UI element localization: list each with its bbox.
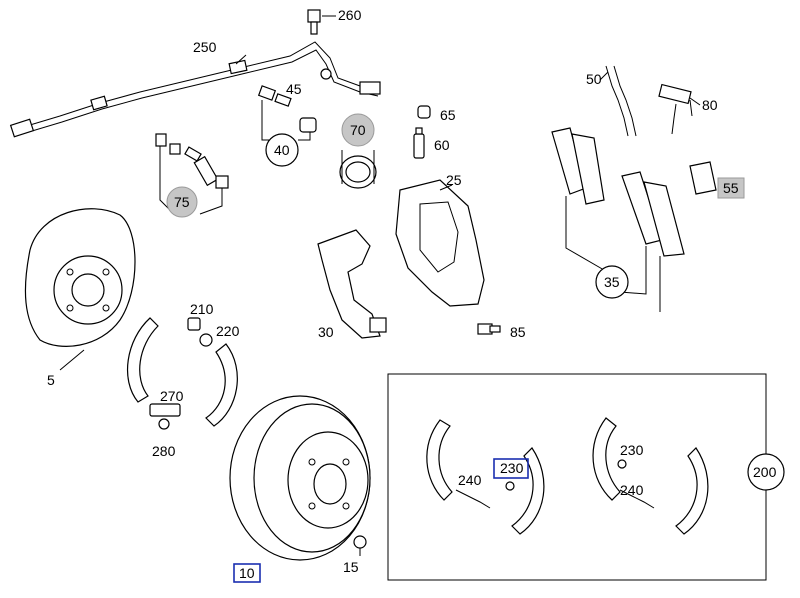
- label-270: 270: [160, 388, 184, 404]
- label-280: 280: [152, 443, 176, 459]
- highlight-55: [717, 177, 745, 199]
- caliper-25[interactable]: [395, 179, 485, 307]
- bleeder-60[interactable]: [413, 127, 425, 159]
- label-85: 85: [510, 324, 526, 340]
- label-30: 30: [318, 324, 334, 340]
- clip-55[interactable]: [689, 161, 717, 195]
- callout-70: [341, 113, 375, 147]
- parking-brake-shoe-left[interactable]: [126, 317, 238, 427]
- label-240-b: 240: [620, 482, 644, 498]
- label-50: 50: [586, 71, 602, 87]
- guide-pin-45[interactable]: [257, 85, 317, 141]
- label-55: 55: [723, 180, 739, 196]
- highlight-230: [493, 458, 529, 479]
- bolt-85[interactable]: [477, 323, 501, 335]
- label-220: 220: [216, 323, 240, 339]
- label-240-a: 240: [458, 472, 482, 488]
- label-40: 40: [274, 142, 290, 158]
- label-200: 200: [753, 464, 777, 480]
- leader-lines: [59, 15, 701, 371]
- cap-65[interactable]: [417, 105, 431, 119]
- callout-40: [265, 133, 299, 167]
- seal-70[interactable]: [339, 150, 377, 189]
- label-10: 10: [239, 565, 255, 581]
- label-70: 70: [350, 122, 366, 138]
- label-75: 75: [174, 194, 190, 210]
- label-25: 25: [446, 172, 462, 188]
- label-230-a: 230: [500, 460, 524, 476]
- adjuster-270[interactable]: [149, 403, 181, 430]
- label-250: 250: [193, 39, 217, 55]
- wear-sensor-80[interactable]: [658, 83, 693, 135]
- highlight-10: [233, 563, 261, 583]
- label-65: 65: [440, 107, 456, 123]
- brake-pads-35[interactable]: [551, 127, 685, 312]
- label-80: 80: [702, 97, 718, 113]
- label-260: 260: [338, 7, 362, 23]
- spring-50[interactable]: [605, 65, 637, 137]
- label-5: 5: [47, 372, 55, 388]
- callout-75: [166, 186, 198, 218]
- label-230-b: 230: [620, 442, 644, 458]
- parking-brake-cable[interactable]: [9, 41, 381, 138]
- backing-plate-5[interactable]: [24, 208, 136, 347]
- label-60: 60: [434, 137, 450, 153]
- caliper-carrier-30[interactable]: [317, 229, 387, 339]
- bolt-260[interactable]: [307, 9, 321, 35]
- brake-disc-10[interactable]: [229, 395, 371, 561]
- callout-35: [595, 265, 629, 299]
- label-15: 15: [343, 559, 359, 575]
- label-45: 45: [286, 81, 302, 97]
- screw-15[interactable]: [353, 535, 367, 556]
- adjuster-210[interactable]: [187, 317, 201, 331]
- bolts-75[interactable]: [155, 133, 229, 215]
- part-labels: 260 250 45 40 70 65 60 75 25 50 80 55 35…: [47, 7, 777, 581]
- label-210: 210: [190, 301, 214, 317]
- kit-200[interactable]: [387, 373, 767, 581]
- washer-220[interactable]: [199, 333, 213, 347]
- label-35: 35: [604, 274, 620, 290]
- callout-200: [747, 453, 785, 491]
